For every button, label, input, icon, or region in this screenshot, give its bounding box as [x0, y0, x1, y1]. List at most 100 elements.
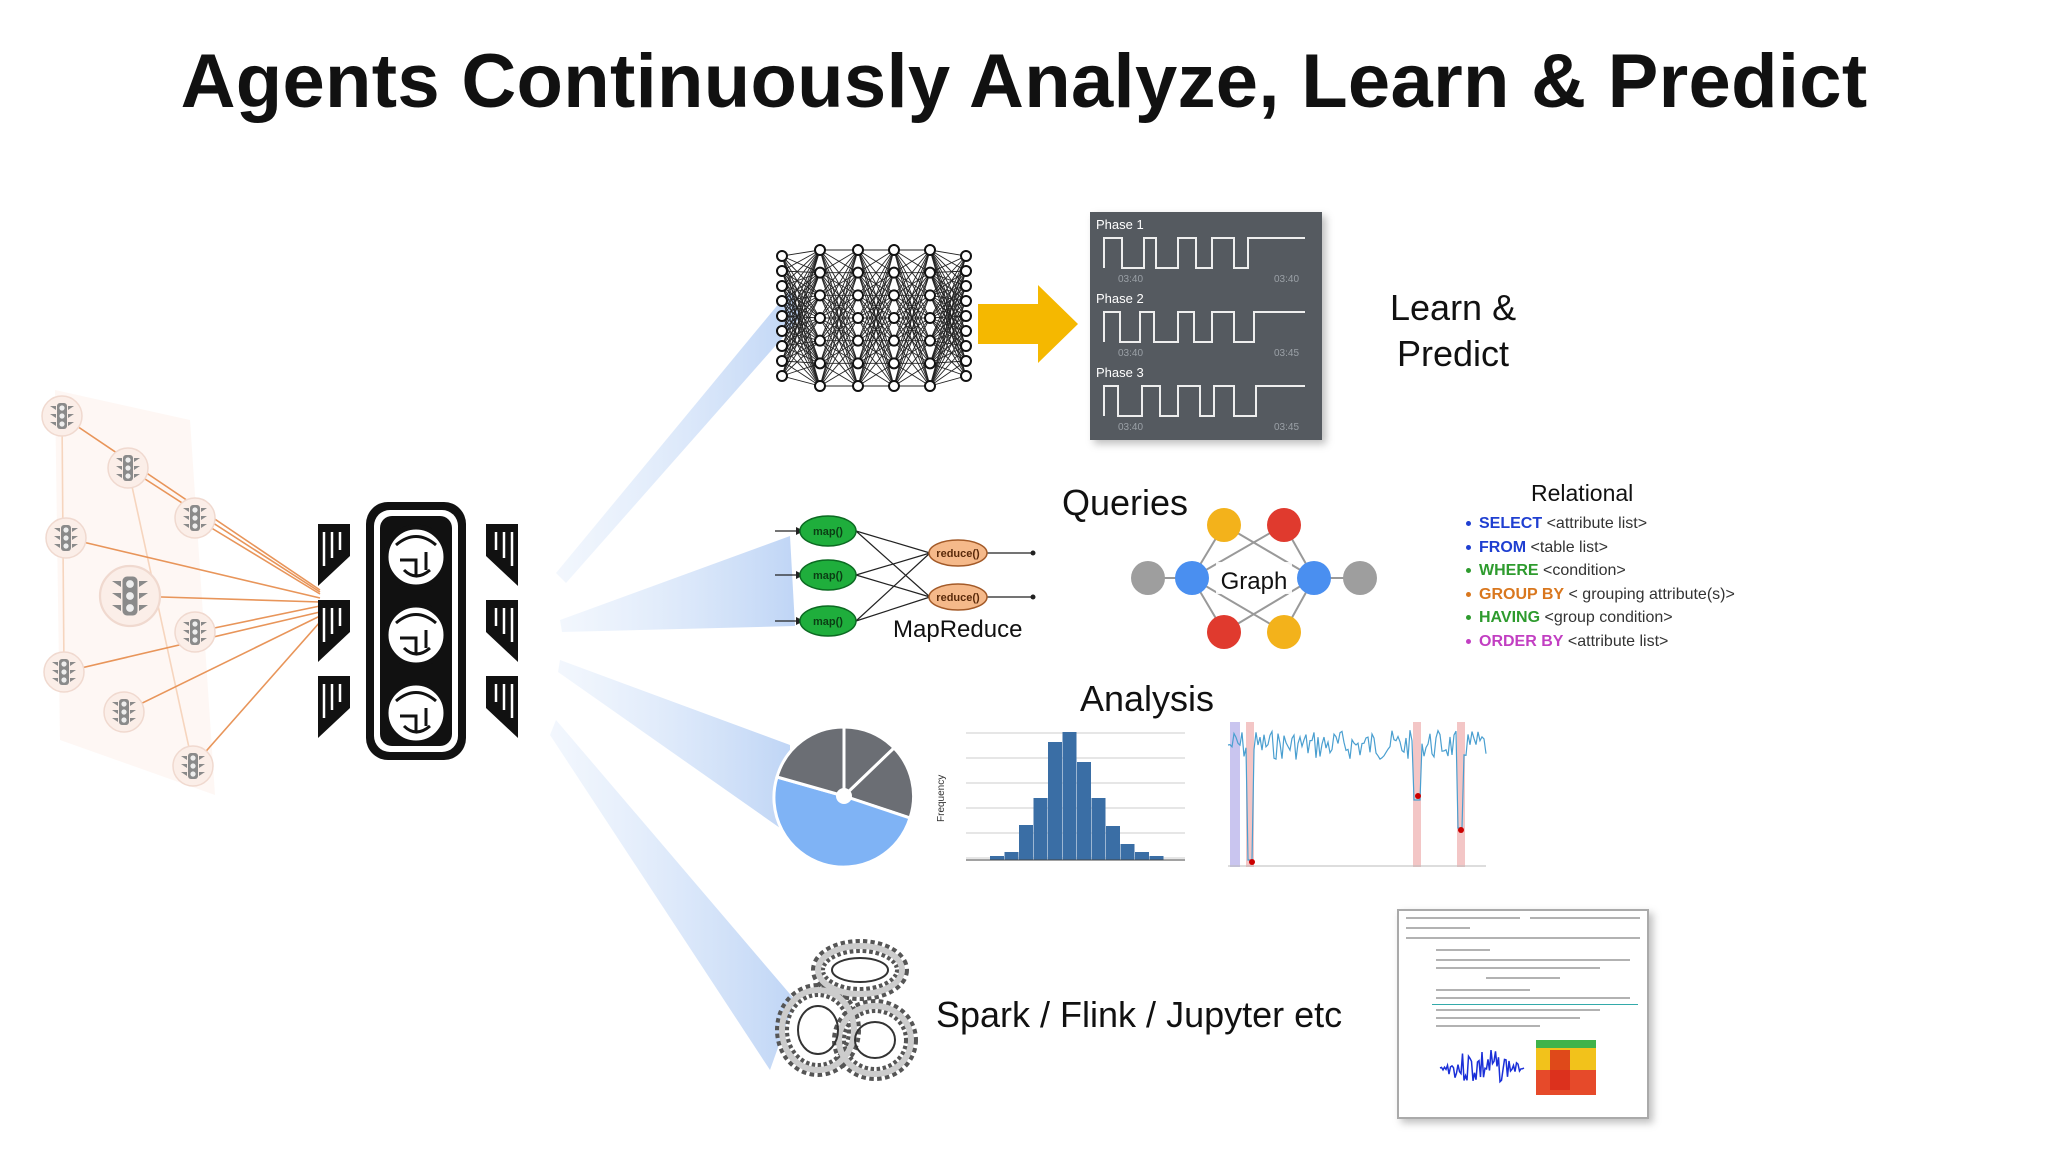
sql-statement: ORDER BY <attribute list>: [1466, 633, 1735, 657]
histogram-ylabel: Frequency: [936, 775, 947, 822]
traffic-light-node-icon: [107, 447, 149, 489]
neuron-node: [888, 244, 900, 256]
neuron-node: [776, 310, 788, 322]
spark-flink-jupyter-label: Spark / Flink / Jupyter etc: [936, 994, 1343, 1035]
neuron-node: [888, 266, 900, 279]
neuron-node: [924, 312, 936, 324]
traffic-light-node-icon: [41, 395, 83, 437]
neural-network-icon: [776, 244, 972, 392]
sql-clause: <table list>: [1526, 538, 1608, 556]
time-series-thumbnail: [1227, 722, 1487, 867]
smart-traffic-light-icon: [318, 502, 518, 760]
histogram-bar: [1048, 742, 1062, 860]
neuron-node: [960, 325, 972, 337]
graph-node-icon: [1175, 561, 1209, 595]
histogram-bar: [1033, 798, 1048, 860]
sql-keyword: GROUP BY: [1479, 585, 1565, 603]
phase-panel: [1090, 212, 1322, 440]
bullet-icon: [1466, 568, 1471, 574]
learn-predict-line1: Learn &: [1390, 287, 1517, 328]
graph-node-icon: [1297, 561, 1331, 595]
analysis-label: Analysis: [1080, 678, 1215, 719]
sql-clause: <condition>: [1538, 562, 1626, 579]
phase-start-time: 03:40: [1118, 274, 1143, 285]
neuron-node: [852, 312, 864, 324]
phase-start-time: 03:40: [1118, 348, 1143, 359]
neuron-node: [960, 250, 972, 262]
graph-node-icon: [1207, 615, 1241, 649]
neuron-node: [888, 380, 900, 392]
traffic-light-node-icon: [45, 517, 87, 559]
histogram-bar: [1120, 844, 1135, 860]
sql-clause: <attribute list>: [1563, 632, 1669, 650]
map-node: [799, 515, 857, 547]
sql-statement: SELECT <attribute list>: [1466, 515, 1735, 539]
sql-statement: HAVING <group condition>: [1466, 609, 1735, 633]
sql-statement: FROM <table list>: [1466, 539, 1735, 563]
neuron-node: [960, 295, 972, 307]
bullet-icon: [1466, 638, 1471, 644]
phase-signal-line: [1103, 311, 1305, 343]
neuron-node: [888, 289, 900, 302]
graph-node-icon: [1267, 615, 1301, 649]
histogram-bar: [1062, 732, 1077, 860]
traffic-light-node-icon: [174, 611, 216, 653]
traffic-light-node-icon: [98, 564, 162, 628]
neuron-node: [814, 357, 826, 370]
neuron-node: [776, 370, 788, 382]
neuron-node: [814, 312, 826, 324]
sql-clause: < grouping attribute(s)>: [1564, 585, 1735, 603]
neuron-node: [814, 380, 826, 392]
neuron-node: [960, 265, 972, 277]
edge-network: [41, 390, 321, 795]
neuron-node: [960, 370, 972, 382]
reduce-node: [928, 583, 988, 611]
neuron-node: [776, 295, 788, 307]
phase-label: Phase 2: [1096, 291, 1144, 306]
reduce-node-label: reduce(): [936, 592, 980, 604]
neuron-node: [960, 280, 972, 292]
slide-title: Agents Continuously Analyze, Learn & Pre…: [180, 39, 1868, 124]
phase-end-time: 03:40: [1274, 274, 1299, 285]
data-flow-beams: [550, 290, 800, 1070]
mapreduce-label: MapReduce: [893, 616, 1023, 643]
sql-clause: <group condition>: [1540, 609, 1673, 626]
neuron-node: [776, 265, 788, 277]
neuron-node: [960, 340, 972, 352]
graph-node-icon: [1131, 561, 1165, 595]
queries-label: Queries: [1062, 482, 1189, 523]
neuron-node: [852, 380, 864, 392]
phase-label: Phase 1: [1096, 217, 1144, 232]
neuron-node: [924, 244, 936, 256]
sql-keyword: WHERE: [1479, 562, 1539, 579]
phase-signal-line: [1103, 385, 1305, 417]
sql-statement: GROUP BY < grouping attribute(s)>: [1466, 586, 1735, 610]
bullet-icon: [1466, 544, 1471, 550]
neuron-node: [776, 250, 788, 262]
yellow-arrow-icon: [978, 285, 1078, 363]
map-node: [799, 605, 857, 637]
histogram-bar: [1135, 852, 1149, 860]
neuron-node: [888, 334, 900, 347]
neuron-node: [814, 244, 826, 256]
bullet-icon: [1466, 615, 1471, 621]
neuron-node: [960, 310, 972, 322]
graph-node-icon: [1267, 508, 1301, 542]
map-node-label: map(): [813, 616, 843, 628]
bullet-icon: [1466, 521, 1471, 527]
phase-end-time: 03:45: [1274, 348, 1299, 359]
phase-end-time: 03:45: [1274, 422, 1299, 433]
neuron-node: [776, 340, 788, 352]
bullet-icon: [1466, 591, 1471, 597]
graph-label: Graph: [1221, 568, 1288, 595]
sql-keyword: SELECT: [1479, 515, 1543, 532]
neuron-node: [776, 280, 788, 292]
histogram-bar: [1019, 825, 1033, 860]
neuron-node: [852, 244, 864, 256]
learn-predict-label: Learn & Predict: [1390, 285, 1516, 377]
graph-node-icon: [1207, 508, 1241, 542]
phase-label: Phase 3: [1096, 365, 1144, 380]
neuron-node: [924, 357, 936, 370]
gears-torus-icon: [775, 939, 918, 1081]
